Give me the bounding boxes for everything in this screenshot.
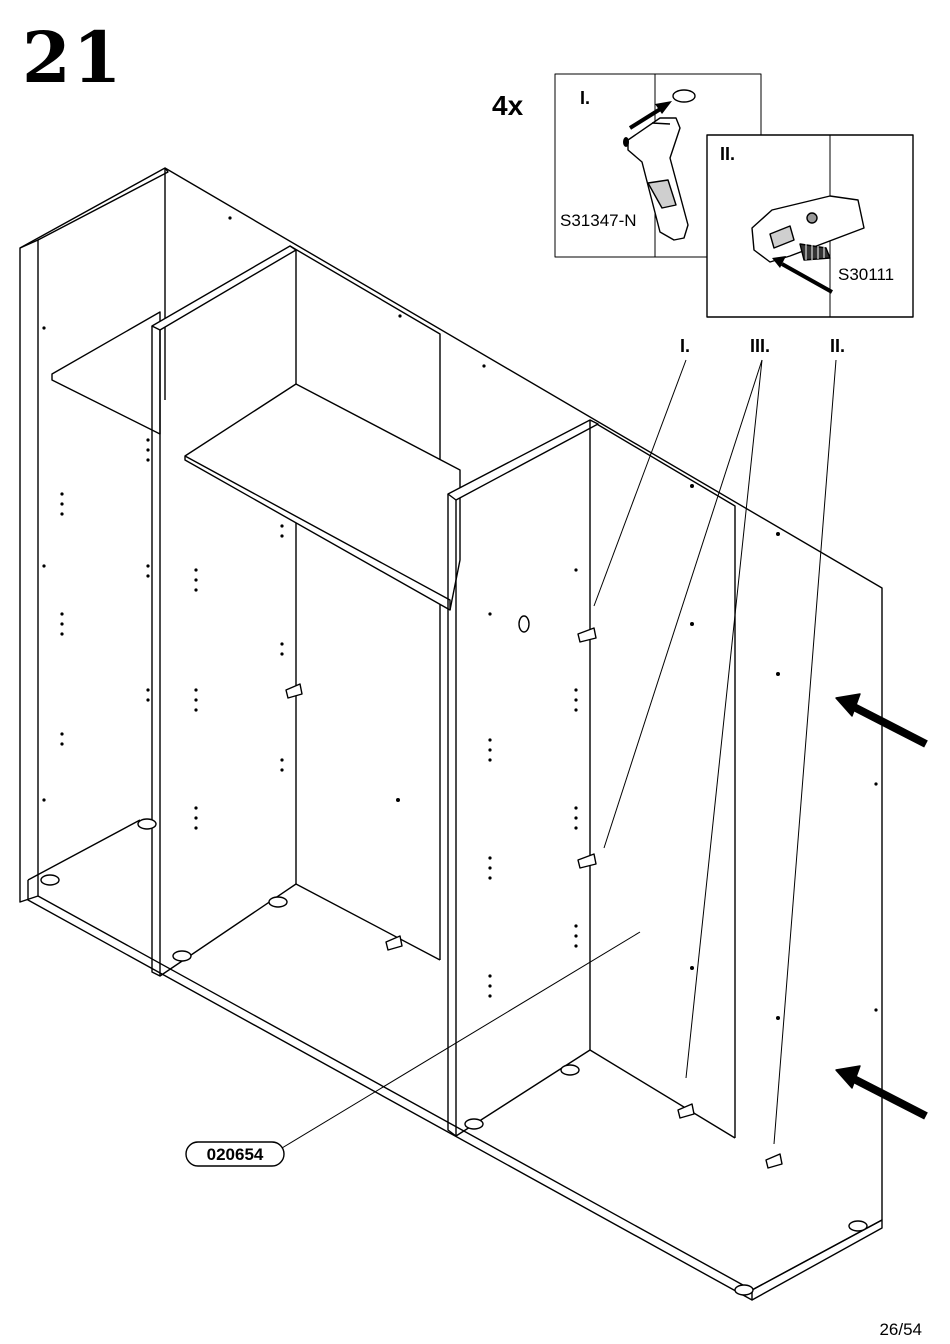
detail-one-label: I. bbox=[580, 88, 590, 108]
detail-one-part-code: S31347-N bbox=[560, 211, 637, 230]
panel-code: 020654 bbox=[207, 1145, 264, 1164]
detail-two-label: II. bbox=[720, 144, 735, 164]
detail-two-part-code: S30111 bbox=[838, 265, 894, 284]
insert-arrows bbox=[836, 694, 926, 1116]
page-number: 26/54 bbox=[879, 1320, 922, 1340]
detail-box-two bbox=[707, 135, 913, 317]
callout-label: III. bbox=[750, 336, 770, 356]
callout-label: I. bbox=[680, 336, 690, 356]
callout-label: II. bbox=[830, 336, 845, 356]
